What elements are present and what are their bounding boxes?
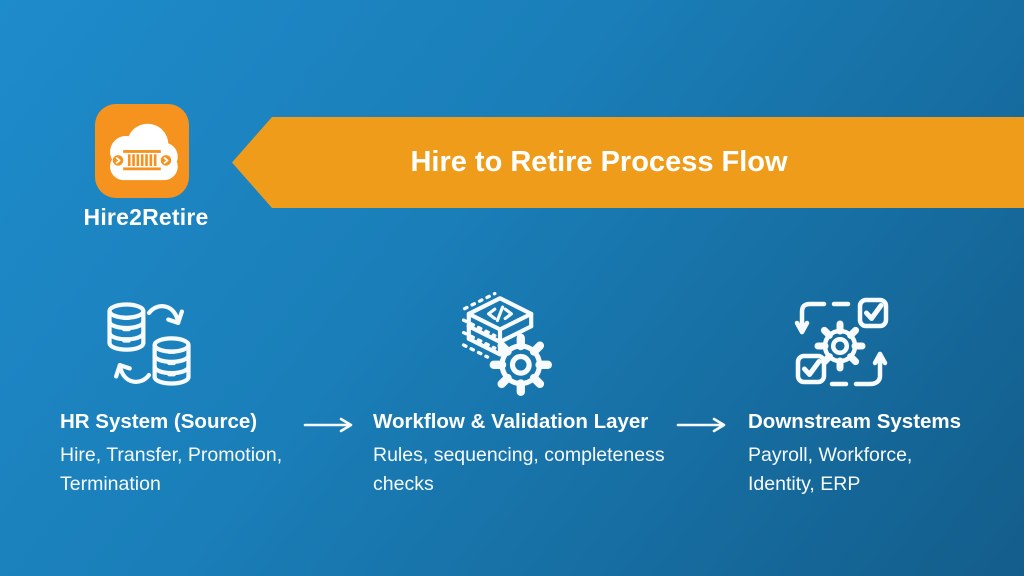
step-title: HR System (Source)	[60, 410, 258, 433]
step-workflow-validation: Workflow & Validation Layer Rules, seque…	[373, 410, 687, 499]
page-title: Hire to Retire Process Flow	[410, 146, 788, 178]
database-sync-icon	[102, 297, 196, 391]
gear-checkboxes-cycle-icon	[792, 294, 892, 394]
step-title: Downstream Systems	[748, 410, 962, 433]
step-description: Rules, sequencing, completeness checks	[373, 444, 665, 495]
step-description: Hire, Transfer, Promotion, Termination	[60, 444, 283, 495]
step-title: Workflow & Validation Layer	[373, 410, 649, 433]
right-arrow-icon	[303, 417, 359, 433]
right-arrow-icon	[676, 417, 732, 433]
step-downstream-systems: Downstream Systems Payroll, Workforce, I…	[748, 410, 966, 499]
logo-wordmark: Hire2Retire	[83, 204, 209, 230]
title-banner: Hire to Retire Process Flow	[232, 117, 1024, 208]
cloud-barcode-icon	[110, 123, 178, 181]
layers-code-gear-icon	[448, 292, 552, 396]
step-hr-system: HR System (Source) Hire, Transfer, Promo…	[60, 410, 312, 499]
step-description: Payroll, Workforce, Identity, ERP	[748, 444, 913, 495]
hire2retire-logo	[95, 104, 189, 198]
